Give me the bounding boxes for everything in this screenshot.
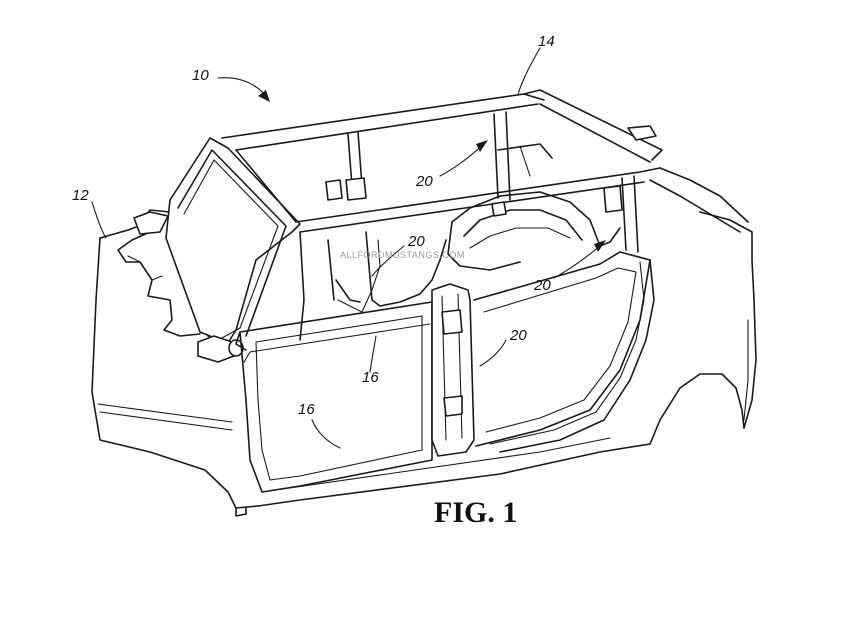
ref-numeral-seal-lower: 20: [509, 327, 527, 344]
watermark: ALLFORDMUSTANGS.COM: [340, 250, 465, 260]
ref-numeral-seal-middle: 20: [407, 233, 425, 250]
ref-numeral-door-opening-lower: 16: [298, 401, 315, 418]
front-door-opening: [236, 302, 432, 492]
b-pillar: [432, 284, 474, 456]
ref-numeral-seal-rear: 20: [533, 277, 551, 294]
ref-numeral-vehicle: 10: [192, 67, 209, 84]
figure-caption: FIG. 1: [434, 496, 517, 529]
ref-numeral-seal-upper: 20: [415, 173, 433, 190]
windshield-frame: [134, 138, 300, 362]
roof-frame: [222, 90, 748, 252]
ref-numeral-body: 12: [72, 187, 89, 204]
ref-numeral-roof-frame: 14: [538, 33, 555, 50]
ref-numeral-door-opening-front: 16: [362, 369, 379, 386]
rear-door-opening: [474, 252, 654, 452]
